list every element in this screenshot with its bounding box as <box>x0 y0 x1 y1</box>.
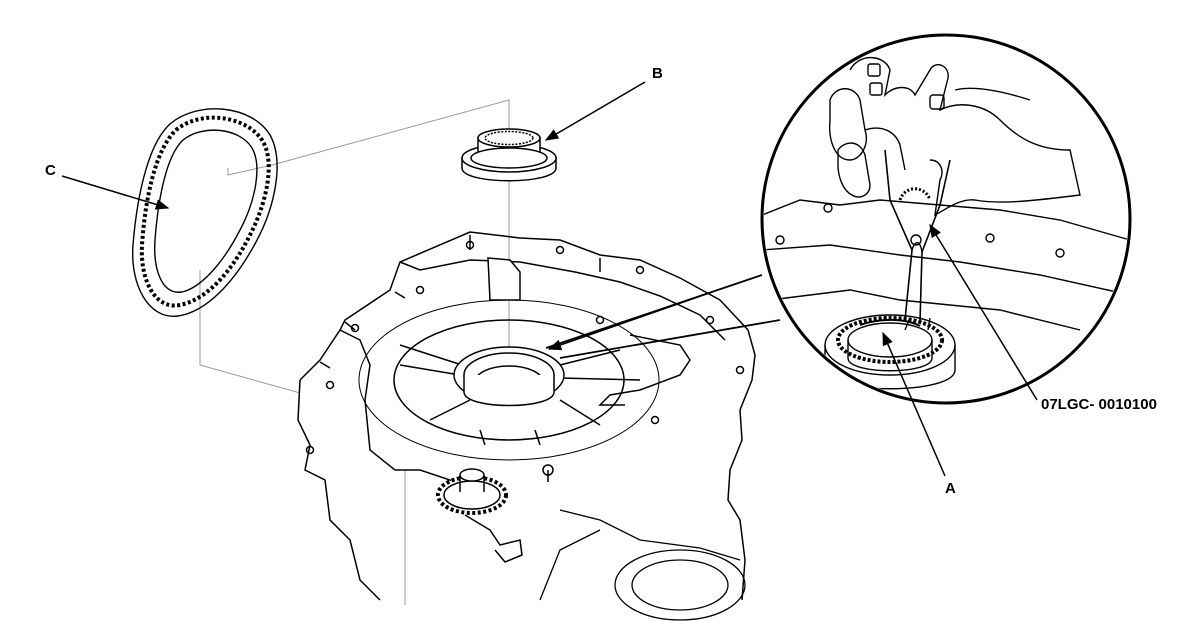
detail-magnifier <box>760 33 1132 405</box>
alignment-guide-lines <box>199 99 510 605</box>
leader-detail <box>547 291 713 351</box>
tool-part-number-label: 07LGC- 0010100 <box>1041 396 1157 413</box>
transmission-case <box>297 231 756 601</box>
leader-a <box>882 331 946 477</box>
leader-lines <box>61 81 1038 477</box>
leader-tool <box>929 223 1038 401</box>
callout-c-label: C <box>45 162 56 179</box>
callout-b-label: B <box>652 65 663 82</box>
case-lower-features <box>539 509 746 621</box>
leader-c <box>61 175 170 210</box>
leader-b <box>544 81 646 141</box>
magnifier-connector <box>545 274 781 359</box>
callout-a-label: A <box>945 480 956 497</box>
bearing-assembly <box>461 128 557 182</box>
case-bearing-seat <box>453 346 565 407</box>
drive-chain <box>131 108 278 317</box>
sprocket-gear <box>436 468 523 563</box>
